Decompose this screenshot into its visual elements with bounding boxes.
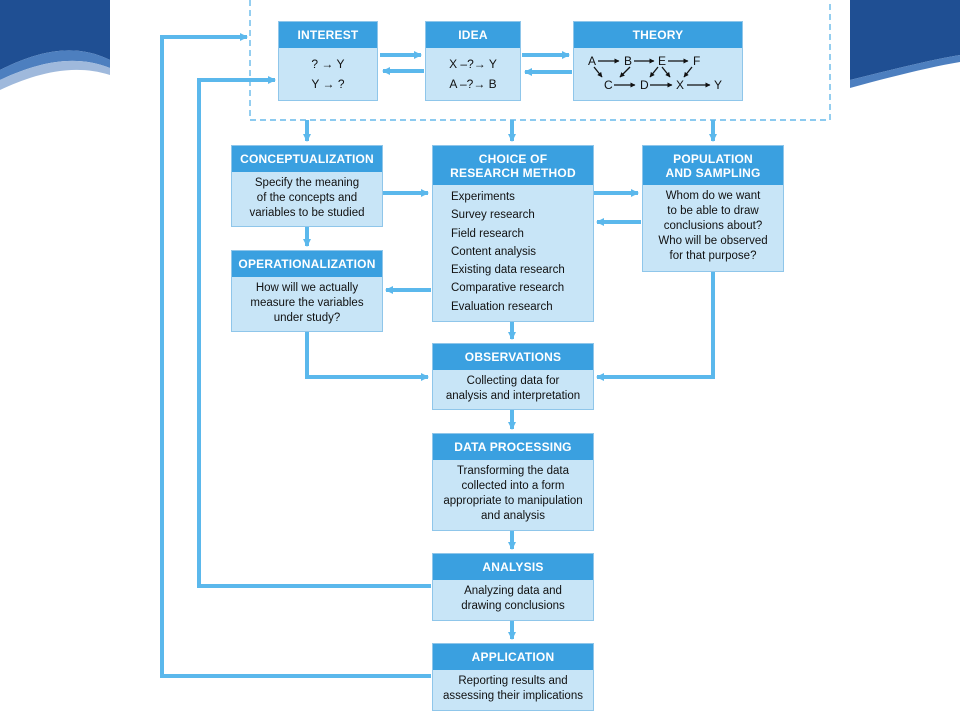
theory-node-c: C	[604, 78, 613, 92]
theory-title: THEORY	[574, 22, 742, 48]
method-item: Content analysis	[451, 245, 537, 258]
method-item: Comparative research	[451, 282, 565, 295]
conceptualization-line-3: variables to be studied	[249, 207, 365, 219]
research-method-title-line-2: RESEARCH METHOD	[450, 166, 576, 180]
application-line-2: assessing their implications	[443, 690, 583, 702]
research-method-box: CHOICE OF RESEARCH METHOD Experiments Su…	[432, 145, 594, 322]
theory-node-f: F	[693, 54, 700, 68]
application-line-1: Reporting results and	[458, 675, 568, 687]
theory-node-x: X	[676, 78, 684, 92]
background-swoosh-right	[850, 0, 960, 88]
method-item: Experiments	[451, 191, 515, 203]
dashed-frame	[249, 0, 831, 121]
population-title-line-1: POPULATION	[673, 152, 753, 166]
arrow-operationalization-to-observations	[305, 332, 429, 381]
observations-title: OBSERVATIONS	[433, 344, 593, 370]
theory-causal-graph: A B E F C D X Y	[588, 54, 722, 92]
application-title: APPLICATION	[433, 644, 593, 670]
method-item: Existing data research	[451, 264, 565, 277]
conceptualization-title: CONCEPTUALIZATION	[232, 146, 382, 172]
method-item: Survey research	[451, 209, 535, 222]
conceptualization-line-1: Specify the meaning	[254, 177, 360, 189]
feedback-analysis-to-interest	[197, 76, 431, 588]
population-title-line-2: AND SAMPLING	[665, 166, 761, 180]
operationalization-line-2: measure the variables	[250, 297, 364, 309]
analysis-title: ANALYSIS	[433, 554, 593, 580]
processing-line-4: and analysis	[481, 510, 545, 522]
operationalization-title: OPERATIONALIZATION	[232, 251, 382, 277]
method-item: Evaluation research	[451, 300, 553, 313]
conceptualization-line-2: of the concepts and	[256, 192, 358, 204]
population-line-3: conclusions about?	[663, 220, 763, 232]
operationalization-box: OPERATIONALIZATION How will we actually …	[231, 250, 383, 332]
interest-line-1: ? → Y	[311, 57, 345, 71]
theory-node-y: Y	[714, 78, 722, 92]
population-sampling-box: POPULATION AND SAMPLING Whom do we want …	[642, 145, 784, 272]
theory-node-d: D	[640, 78, 649, 92]
idea-title: IDEA	[426, 22, 520, 48]
method-item: Field research	[451, 227, 524, 240]
idea-line-1: X –?→ Y	[449, 57, 497, 71]
data-processing-title: DATA PROCESSING	[433, 434, 593, 460]
research-method-title-line-1: CHOICE OF	[478, 152, 548, 166]
processing-line-3: appropriate to manipulation	[443, 495, 583, 507]
observations-line-2: analysis and interpretation	[445, 390, 581, 402]
research-method-title: CHOICE OF RESEARCH METHOD	[433, 146, 593, 185]
analysis-line-1: Analyzing data and	[464, 585, 562, 597]
observations-line-1: Collecting data for	[466, 375, 560, 387]
idea-line-2: A –?→ B	[449, 77, 497, 91]
theory-node-e: E	[658, 54, 666, 68]
feedback-application-to-interest	[160, 33, 431, 678]
interest-line-2: Y → ?	[311, 77, 345, 91]
interest-box: INTEREST ? → Y Y → ?	[278, 21, 378, 101]
processing-line-2: collected into a form	[461, 480, 565, 492]
theory-node-a: A	[588, 54, 596, 68]
analysis-line-2: drawing conclusions	[461, 600, 565, 612]
analysis-box: ANALYSIS Analyzing data and drawing conc…	[432, 553, 594, 621]
population-line-1: Whom do we want	[665, 190, 761, 202]
population-line-2: to be able to draw	[667, 205, 759, 217]
theory-box: THEORY A B E F C D X Y	[573, 21, 743, 101]
operationalization-line-1: How will we actually	[255, 282, 359, 294]
theory-node-b: B	[624, 54, 632, 68]
observations-box: OBSERVATIONS Collecting data for analysi…	[432, 343, 594, 410]
idea-box: IDEA X –?→ Y A –?→ B	[425, 21, 521, 101]
population-line-4: Who will be observed	[658, 235, 768, 247]
data-processing-box: DATA PROCESSING Transforming the data co…	[432, 433, 594, 531]
population-line-5: for that purpose?	[669, 250, 757, 262]
operationalization-line-3: under study?	[273, 312, 341, 324]
conceptualization-box: CONCEPTUALIZATION Specify the meaning of…	[231, 145, 383, 227]
background-swoosh-left	[0, 0, 110, 90]
application-box: APPLICATION Reporting results and assess…	[432, 643, 594, 711]
processing-line-1: Transforming the data	[456, 465, 570, 477]
arrow-population-to-observations	[596, 272, 715, 381]
interest-title: INTEREST	[279, 22, 377, 48]
population-sampling-title: POPULATION AND SAMPLING	[643, 146, 783, 185]
